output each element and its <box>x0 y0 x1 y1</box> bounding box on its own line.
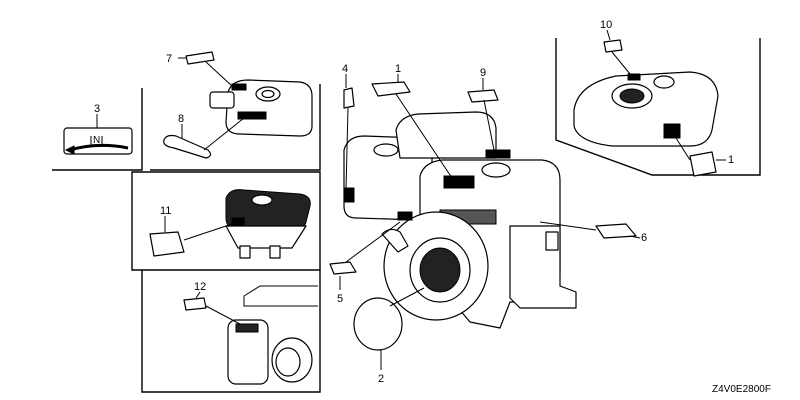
label-part-7 <box>185 51 215 65</box>
callout-4: 4 <box>342 63 348 75</box>
starter-center <box>419 247 461 293</box>
callout-3: 3 <box>94 103 100 115</box>
label-part-9 <box>467 89 499 103</box>
diagram-code: Z4V0E2800F <box>712 384 771 395</box>
callout-7: 7 <box>166 53 172 65</box>
crankcase <box>509 225 577 309</box>
tank-label-mark <box>231 83 247 91</box>
callout-1-right: 1 <box>728 154 734 166</box>
label-part-12 <box>183 297 207 311</box>
loose-labels <box>329 81 637 351</box>
label-part-10 <box>603 39 623 53</box>
label-part-6 <box>595 223 637 239</box>
label-part-2 <box>353 297 403 351</box>
starter-grip <box>381 228 409 253</box>
label-part-11 <box>149 231 185 257</box>
switch-label-part-3: N <box>63 127 133 155</box>
cover-knob <box>653 75 675 89</box>
callout-1-top: 1 <box>395 63 401 75</box>
callout-12: 12 <box>194 281 206 293</box>
callout-9: 9 <box>480 67 486 79</box>
callouts: 1 1 2 3 4 5 6 7 8 9 10 11 12 <box>94 19 734 385</box>
engine-assembly <box>343 111 577 329</box>
engine-cover <box>573 71 719 147</box>
label-part-1-right <box>689 151 717 177</box>
panel-frames <box>52 38 761 393</box>
callout-11: 11 <box>160 205 171 217</box>
top-cover-inset <box>573 39 719 177</box>
callout-8: 8 <box>178 113 184 125</box>
label-part-8 <box>163 134 212 159</box>
cover-opening-inner <box>619 88 645 104</box>
callout-2: 2 <box>378 373 384 385</box>
fuel-tank-bracket <box>209 91 235 109</box>
tank-side-label-mark <box>237 111 267 120</box>
switch-label-symbol: N <box>93 135 100 146</box>
air-cleaner-knob <box>251 194 273 206</box>
label-part-1-top <box>371 81 411 97</box>
wheel-inner <box>275 347 301 377</box>
callout-10: 10 <box>600 19 612 31</box>
engine-rear-label-mark <box>485 149 511 159</box>
fuel-tank-inset <box>163 51 313 159</box>
cover-top-mark <box>627 73 641 81</box>
switch-label-arrow-band <box>69 143 129 152</box>
arrow-head-icon <box>64 145 75 155</box>
engine-top-label-mark <box>443 175 475 189</box>
engine-fuel-tank <box>395 111 497 159</box>
fuel-tank-body <box>225 79 313 137</box>
label-part-4 <box>343 87 355 109</box>
callout-5: 5 <box>337 293 343 305</box>
starter-label-mark <box>397 211 413 221</box>
cover-side-mark <box>663 123 681 139</box>
air-cleaner-label-mark <box>231 217 245 227</box>
recoil-housing <box>227 319 269 385</box>
label-part-5 <box>329 261 357 275</box>
tank-side-inset <box>183 285 318 385</box>
air-cleaner-wingnut <box>373 143 399 157</box>
air-cleaner-base <box>225 225 307 249</box>
callout-6: 6 <box>641 232 647 244</box>
air-cleaner-side-mark <box>343 187 355 203</box>
label-mark-12 <box>235 323 259 333</box>
air-cleaner-inset <box>149 189 311 259</box>
oil-cap <box>481 162 511 178</box>
